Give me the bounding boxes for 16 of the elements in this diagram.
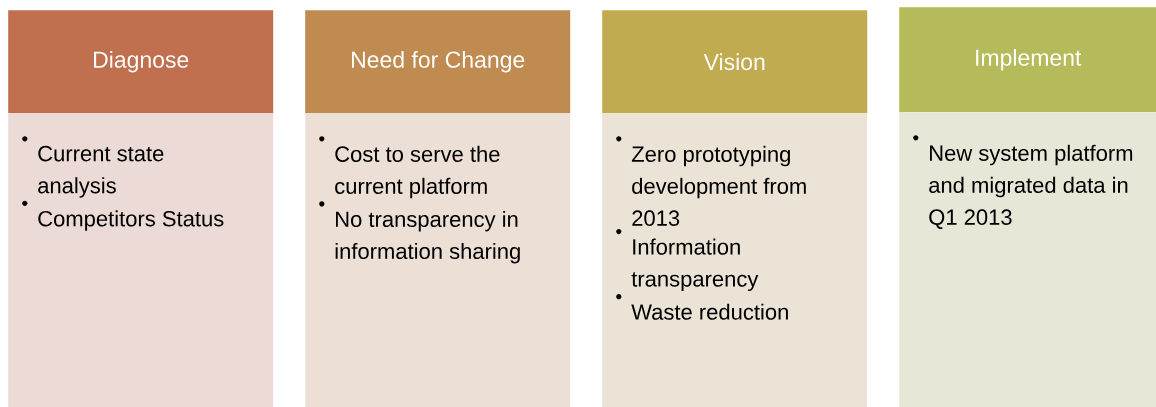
bullet-text: Cost to serve the current platform [335,145,500,199]
content-box [899,112,1156,407]
content-box [8,113,274,407]
header-box: Diagnose [8,10,274,114]
header-box: Vision [602,10,868,114]
bullet-text: Competitors Status [38,210,224,231]
bullet-text: Current state analysis [38,145,164,198]
bullet-text: Zero prototyping development from 2013 [631,145,806,226]
header-box: Need for Change [305,10,571,114]
bullet-text: Waste reduction [631,303,788,320]
bullet-text: No transparency in information sharing [335,210,520,264]
header-box: Implement [899,7,1156,113]
bullet-text: New system platform and migrated data in Q1 2013 [929,144,1133,229]
content-box [305,113,571,407]
bullet-text: Information transparency [631,238,759,292]
content-box [602,113,868,407]
